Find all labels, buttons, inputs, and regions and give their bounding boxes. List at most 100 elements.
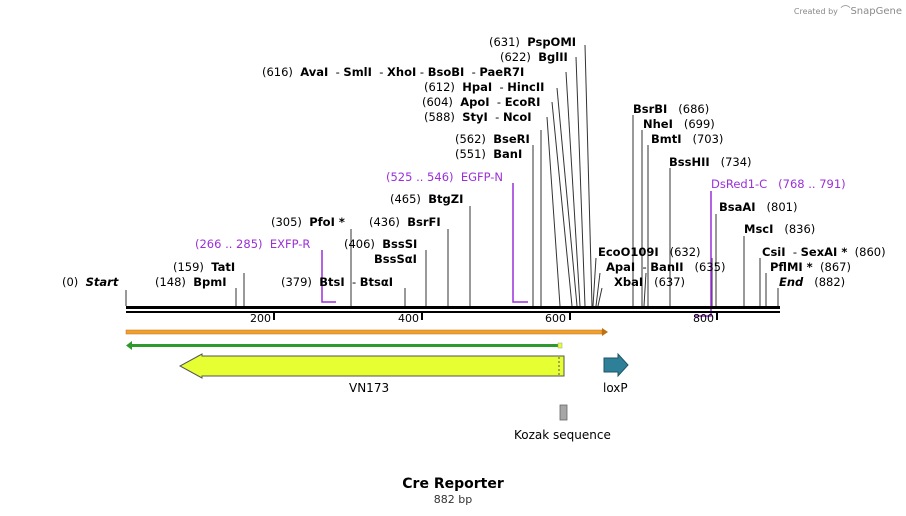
- site-pos: (635): [694, 260, 726, 274]
- site-name: NheI: [643, 117, 673, 131]
- site-name: AvaI: [300, 65, 329, 79]
- sequence-backbone: [126, 306, 780, 313]
- site-label-avai[interactable]: (616) AvaI - SmlI - XhoI - BsoBI - PaeR7…: [262, 65, 525, 79]
- site-name: BglII: [538, 50, 568, 64]
- site-name: End: [779, 275, 804, 289]
- kozak-label: Kozak sequence: [514, 428, 611, 442]
- site-label-msci[interactable]: MscI (836): [744, 222, 815, 236]
- site-label-bsssi[interactable]: (406) BssSI: [344, 237, 417, 251]
- site-pos: (801): [766, 200, 798, 214]
- site-pos: (305): [271, 215, 302, 229]
- site-label-bsrfi[interactable]: (436) BsrFI: [369, 215, 441, 229]
- site-name: BanI: [493, 147, 523, 161]
- site-label-bglii[interactable]: (622) BglII: [500, 50, 568, 64]
- site-line-apoi: [551, 101, 573, 307]
- site-name: BssHII: [669, 155, 710, 169]
- ruler-label-400: 400: [398, 312, 419, 325]
- site-pos: (465): [390, 192, 421, 206]
- site-label-styi[interactable]: (588) StyI - NcoI: [424, 110, 532, 124]
- site-label-bmti[interactable]: BmtI (703): [651, 132, 723, 146]
- site-label-bani[interactable]: (551) BanI: [455, 147, 522, 161]
- green-track: [126, 341, 563, 350]
- primer-name: EXFP-R: [269, 237, 311, 251]
- site-pos: (0): [62, 275, 79, 289]
- site-pos: (148): [155, 275, 186, 289]
- site-label-hpai[interactable]: (612) HpaI - HincII: [424, 80, 545, 94]
- map-length: 882 bp: [433, 493, 473, 506]
- site-name-4: BsoBI: [427, 65, 465, 79]
- site-label-ecoo109i[interactable]: EcoO109I (632): [598, 245, 701, 259]
- site-line-apai: [595, 272, 601, 307]
- site-pos: (699): [683, 117, 715, 131]
- site-label-btsi[interactable]: (379) BtsI - BtsαI: [281, 275, 394, 289]
- site-label-csii[interactable]: CsiI - SexAI * (860): [762, 245, 886, 259]
- primer-label-dsred1-c[interactable]: DsRed1-C (768 .. 791): [711, 177, 846, 191]
- site-label-pflmi[interactable]: PflMI * (867): [770, 260, 851, 274]
- site-line-ecoo109i-2: [643, 272, 647, 307]
- orange-track: [125, 328, 608, 336]
- primer-markers: [321, 183, 712, 317]
- loxp-feature-arrow[interactable]: [603, 352, 629, 378]
- site-name: TatI: [211, 260, 236, 274]
- site-name-2: SexAI *: [800, 245, 848, 259]
- site-line-ecoo109i: [592, 257, 597, 307]
- site-pos: (436): [369, 215, 400, 229]
- primer-label-egfp-n[interactable]: (525 .. 546) EGFP-N: [386, 170, 503, 184]
- site-pos: (622): [500, 50, 531, 64]
- site-label-xbai[interactable]: XbaI (637): [614, 275, 685, 289]
- site-line-avai: [565, 71, 581, 307]
- primer-name: EGFP-N: [460, 170, 504, 184]
- site-name: BmtI: [651, 132, 682, 146]
- site-pos: (588): [424, 110, 455, 124]
- site-pos: (734): [720, 155, 752, 169]
- site-label-pspomi[interactable]: (631) PspOMI: [489, 35, 576, 49]
- vn173-feature-arrow[interactable]: [178, 353, 565, 379]
- site-pos: (836): [784, 222, 816, 236]
- site-name: CsiI: [762, 245, 786, 259]
- site-name: BssSαI: [374, 252, 417, 266]
- kozak-feature-box[interactable]: [559, 404, 568, 421]
- credit-prefix: Created by: [793, 7, 838, 16]
- site-pos: (612): [424, 80, 455, 94]
- site-label-bpmi[interactable]: (148) BpmI: [155, 275, 227, 289]
- site-label-bsaai[interactable]: BsaAI (801): [719, 200, 797, 214]
- site-name-2: BanII: [650, 260, 684, 274]
- site-pos: (159): [173, 260, 204, 274]
- site-label-apai[interactable]: ApaI - BanII (635): [606, 260, 726, 274]
- site-name: BsrBI: [633, 102, 668, 116]
- loxp-label: loxP: [603, 381, 628, 395]
- site-label-bsrbi[interactable]: BsrBI (686): [633, 102, 709, 116]
- site-name: XbaI: [614, 275, 644, 289]
- site-label-end[interactable]: End (882): [779, 275, 845, 289]
- site-pos: (604): [422, 95, 453, 109]
- site-label-nhei[interactable]: NheI (699): [643, 117, 715, 131]
- site-pos: (860): [854, 245, 886, 259]
- site-line-styi: [546, 116, 561, 307]
- primer-exfp-r-marker: [321, 250, 336, 303]
- site-pos: (616): [262, 65, 293, 79]
- site-line-pspomi: [584, 44, 593, 307]
- site-label-bseri[interactable]: (562) BseRI: [455, 132, 530, 146]
- site-name: HpaI: [462, 80, 493, 94]
- site-label-bsssai[interactable]: BssSαI: [374, 252, 417, 266]
- site-name: BtsI: [319, 275, 345, 289]
- site-label-tati[interactable]: (159) TatI: [173, 260, 235, 274]
- site-label-pfoi[interactable]: (305) PfoI *: [271, 215, 345, 229]
- site-name: StyI: [462, 110, 488, 124]
- site-pos: (406): [344, 237, 375, 251]
- site-name-2: HincII: [507, 80, 545, 94]
- cut-site-lines: [125, 44, 779, 307]
- site-label-bsshii[interactable]: BssHII (734): [669, 155, 752, 169]
- primer-label-exfp-r[interactable]: (266 .. 285) EXFP-R: [195, 237, 310, 251]
- snapgene-credit: Created by ⌒SnapGene: [794, 2, 902, 17]
- site-name-5: PaeR7I: [479, 65, 525, 79]
- site-name: PfoI *: [309, 215, 345, 229]
- primer-name: DsRed1-C: [711, 177, 768, 191]
- primer-dsred1-c-marker: [694, 191, 712, 317]
- site-label-apoi[interactable]: (604) ApoI - EcoRI: [422, 95, 541, 109]
- site-name-2: SmlI: [343, 65, 372, 79]
- site-label-start[interactable]: (0) Start: [62, 275, 118, 289]
- map-title: Cre Reporter: [402, 476, 504, 492]
- site-label-btgzi[interactable]: (465) BtgZI: [390, 192, 463, 206]
- site-pos: (882): [814, 275, 846, 289]
